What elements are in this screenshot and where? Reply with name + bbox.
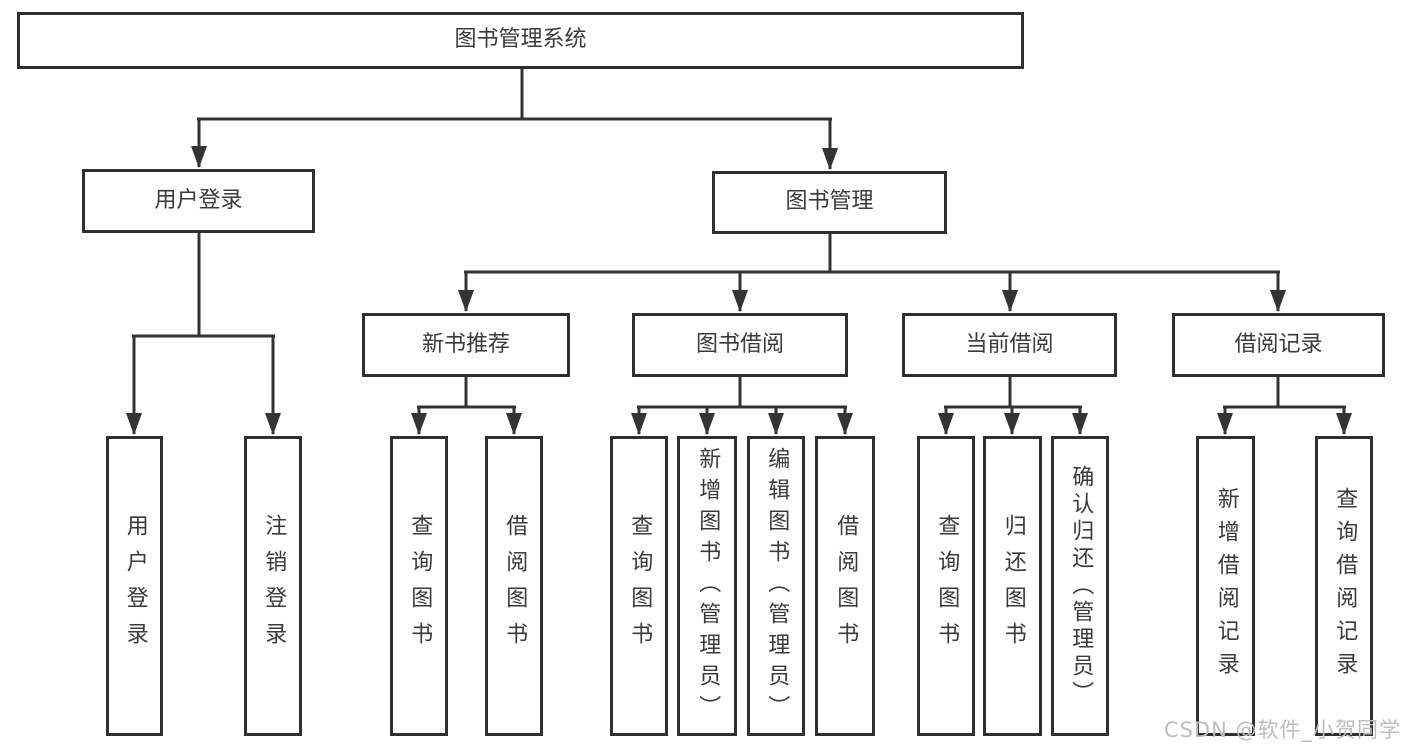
leaf-query-books-borrow: 查询图书 — [610, 436, 668, 736]
node-user-login: 用户登录 — [82, 169, 315, 233]
leaf-return-books: 归还图书 — [983, 436, 1042, 736]
node-book-borrow: 图书借阅 — [632, 313, 848, 377]
leaf-query-books-current: 查询图书 — [917, 436, 975, 736]
leaf-add-books-admin: 新增图书（管理员） — [677, 436, 737, 736]
leaf-query-borrow-record: 查询借阅记录 — [1315, 436, 1373, 736]
node-current-borrow: 当前借阅 — [902, 313, 1117, 377]
leaf-borrow-books-newbook: 借阅图书 — [485, 436, 543, 736]
leaf-edit-books-admin: 编辑图书（管理员） — [747, 436, 805, 736]
leaf-add-borrow-record: 新增借阅记录 — [1196, 436, 1255, 736]
csdn-watermark: CSDN @软件_小贺同学 — [1163, 718, 1401, 742]
node-library-management-system: 图书管理系统 — [17, 12, 1024, 69]
leaf-logout: 注销登录 — [244, 436, 302, 736]
node-new-book-recommend: 新书推荐 — [362, 313, 570, 377]
leaf-borrow-books: 借阅图书 — [815, 436, 875, 736]
leaf-confirm-return-admin: 确认归还（管理员） — [1051, 436, 1109, 736]
node-borrow-records: 借阅记录 — [1172, 313, 1385, 377]
leaf-query-books-newbook: 查询图书 — [390, 436, 448, 736]
leaf-user-login: 用户登录 — [106, 436, 163, 736]
node-book-management: 图书管理 — [712, 171, 947, 234]
